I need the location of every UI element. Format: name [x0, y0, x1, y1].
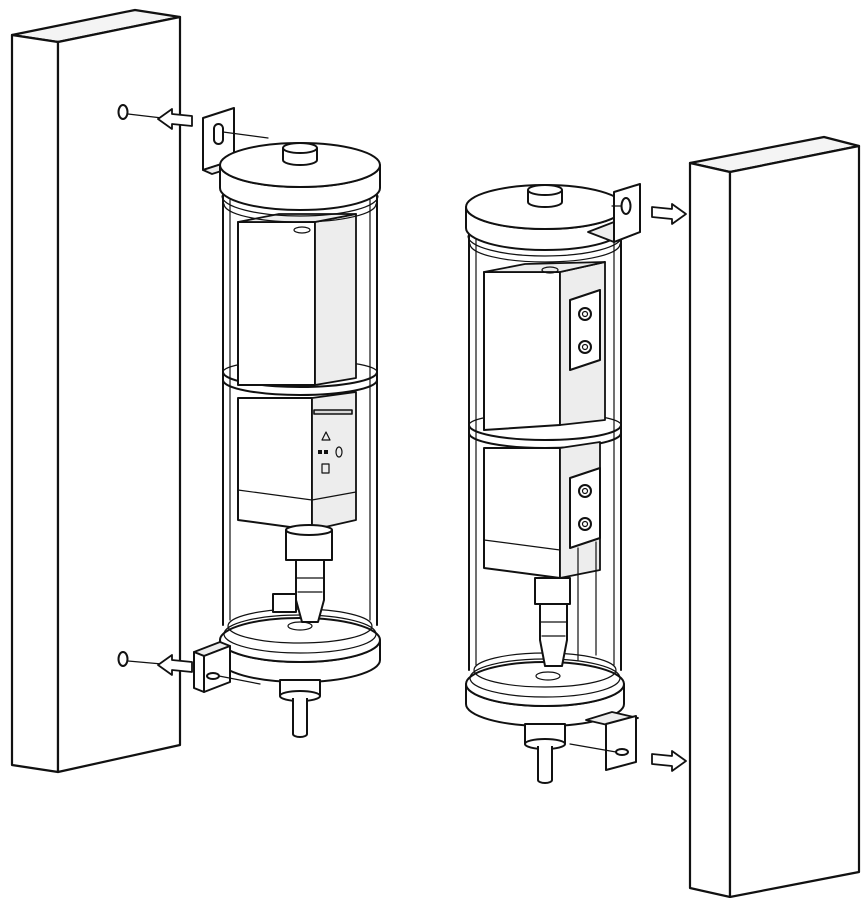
left-wall-post — [10, 8, 182, 774]
left-bottom-arrow — [127, 654, 193, 676]
left-lubricator-unit — [193, 107, 381, 738]
top-mounting-hole — [117, 104, 129, 120]
left-wall-front-face — [56, 15, 182, 774]
right-wall-front-face — [728, 144, 861, 898]
right-lower-side-plate — [569, 467, 601, 661]
right-top-bracket — [587, 183, 641, 243]
left-top-lid — [219, 142, 381, 223]
right-bottom-arrow — [651, 750, 687, 772]
left-top-arrow — [127, 108, 193, 130]
left-wall-side-face — [10, 33, 60, 774]
button-icon — [321, 463, 330, 474]
left-glass-housing — [222, 194, 378, 626]
right-wall-side-face — [688, 161, 732, 898]
right-top-arrow — [651, 203, 687, 225]
warning-triangle-icon — [321, 431, 331, 441]
left-lower-motor — [237, 391, 357, 531]
right-glass-housing — [468, 219, 622, 671]
right-wall-post — [688, 135, 861, 898]
indicator-led-icon — [318, 446, 343, 458]
left-upper-motor — [237, 213, 357, 386]
right-top-lid — [465, 184, 625, 263]
left-bottom-bracket — [193, 641, 261, 693]
bottom-mounting-hole — [117, 651, 129, 667]
right-bottom-bracket — [569, 711, 639, 771]
right-base — [465, 652, 625, 784]
left-base — [219, 608, 381, 738]
right-upper-side-plate — [569, 289, 601, 371]
right-lubricator-unit — [465, 183, 641, 784]
right-pump-shaft — [534, 577, 571, 681]
left-pump-shaft — [272, 524, 333, 631]
